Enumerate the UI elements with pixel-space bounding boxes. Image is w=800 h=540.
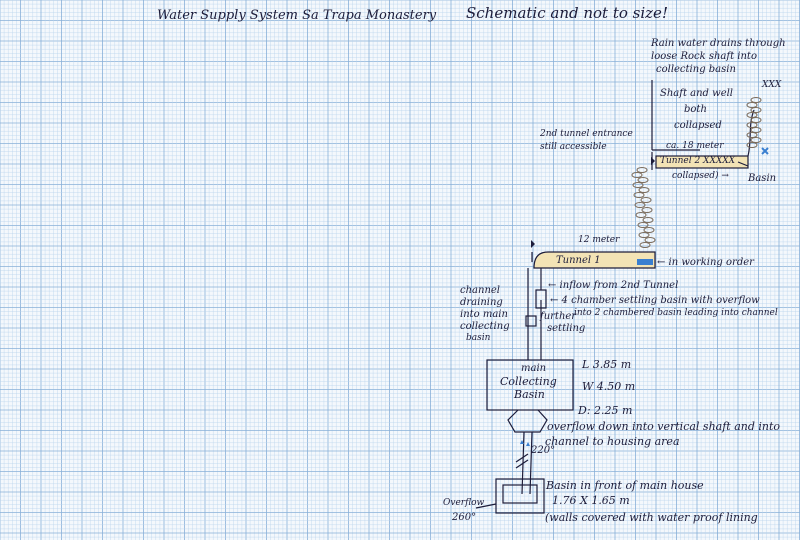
tunnel-2-shape <box>655 155 749 169</box>
rock-stone <box>746 112 758 118</box>
main-basin-line3: Basin <box>514 388 545 401</box>
main-collecting-basin-box <box>486 359 574 411</box>
rock-stone <box>631 172 643 178</box>
rock-stone <box>642 217 654 223</box>
shaft-note-line2: both <box>684 104 707 115</box>
overflow-pipe <box>475 503 497 509</box>
rock-stone <box>637 222 649 228</box>
loose-rock-pile <box>631 97 762 248</box>
rock-stone <box>644 237 656 243</box>
house-basin-line2: 1.76 X 1.65 m <box>552 494 630 507</box>
rock-stone <box>750 97 762 103</box>
rock-stone <box>638 232 650 238</box>
inflow-note: ← inflow from 2nd Tunnel <box>548 280 679 291</box>
rock-stone <box>750 127 762 133</box>
rock-stone <box>641 207 653 213</box>
angle-220: 220° <box>531 445 556 456</box>
shaft-note-line1: Shaft and well <box>660 88 734 99</box>
basin-depth: D: 2.25 m <box>578 404 633 417</box>
rain-note-line2: loose Rock shaft into <box>651 51 757 62</box>
channel-note-line3: into main <box>460 309 508 320</box>
pipe-to-house-right <box>529 431 533 495</box>
rock-stone <box>638 187 650 193</box>
rock-stone <box>636 167 648 173</box>
rock-stone <box>750 137 762 143</box>
rock-stone <box>746 122 758 128</box>
chamber-note-line2: into 2 chambered basin leading into chan… <box>574 308 778 318</box>
overflow-note-line2: channel to housing area <box>545 435 680 448</box>
house-basin-line3: (walls covered with water proof lining <box>545 511 758 524</box>
channel-note-line2: draining <box>460 297 503 308</box>
diagram-title: Water Supply System Sa Trapa Monastery <box>157 8 437 23</box>
pipe-break-2 <box>515 459 529 469</box>
pipe-break-1 <box>515 453 529 463</box>
tunnel2-length: ca. 18 meter <box>666 141 724 151</box>
second-tunnel-note-line1: 2nd tunnel entrance <box>540 129 633 139</box>
rock-stone <box>637 177 649 183</box>
main-basin-line2: Collecting <box>500 375 557 388</box>
basin-arrow <box>737 161 749 167</box>
overflow-label: Overflow <box>443 498 485 508</box>
basin-width: W 4.50 m <box>582 380 636 393</box>
tunnel2-state: collapsed) → <box>672 171 729 181</box>
rock-stone <box>634 202 646 208</box>
rain-note-line1: Rain water drains through <box>651 38 786 49</box>
working-order-note: ← in working order <box>657 257 754 268</box>
angle-260: 260° <box>452 512 477 523</box>
tunnel1-label: Tunnel 1 <box>556 255 601 266</box>
second-tunnel-note-line2: still accessible <box>540 142 607 152</box>
water-drops <box>520 440 530 446</box>
house-basin-inner <box>502 484 538 504</box>
tunnel2-entrance-marker <box>651 157 655 165</box>
main-basin-line1: main <box>521 363 547 374</box>
channel-note-line4: collecting <box>460 321 510 332</box>
rock-stone <box>750 107 762 113</box>
collapsed-marks: XXX <box>762 80 782 90</box>
channel-note-line1: channel <box>460 285 500 296</box>
rock-stone <box>632 182 644 188</box>
house-basin-outer <box>495 478 545 514</box>
overflow-note-line1: overflow down into vertical shaft and in… <box>547 420 781 433</box>
rock-stone <box>746 132 758 138</box>
basin-water-x <box>761 147 769 155</box>
further-settling-basin <box>525 315 537 327</box>
house-basin-line1: Basin in front of main house <box>546 479 704 492</box>
rock-stone <box>746 102 758 108</box>
tunnel1-entrance-marker <box>531 240 535 248</box>
schematic-note: Schematic and not to size! <box>466 4 668 22</box>
tunnel-1-shape <box>533 251 656 269</box>
rock-stone <box>643 227 655 233</box>
tunnel1-length: 12 meter <box>578 235 620 245</box>
channel-note-line5: basin <box>466 333 491 343</box>
rock-stone <box>750 117 762 123</box>
chamber-note-line1: ← 4 chamber settling basin with overflow <box>550 295 760 306</box>
overflow-shaft <box>507 409 548 433</box>
tunnel-1-water <box>637 259 653 265</box>
settling-basin-4-chamber <box>535 289 547 309</box>
shaft-note-line3: collapsed <box>674 120 722 131</box>
further-settling-line2: settling <box>547 323 586 334</box>
tunnel2-label: Tunnel 2 XXXXX <box>660 156 736 166</box>
rock-stone <box>746 142 758 148</box>
rock-stone <box>635 212 647 218</box>
rain-note-line3: collecting basin <box>656 64 736 75</box>
top-basin-label: Basin <box>748 173 777 184</box>
rock-stone <box>633 192 645 198</box>
further-settling-line1: further <box>540 311 577 322</box>
rock-stone <box>640 197 652 203</box>
rock-stone <box>639 242 651 248</box>
basin-length: L 3.85 m <box>582 358 632 371</box>
